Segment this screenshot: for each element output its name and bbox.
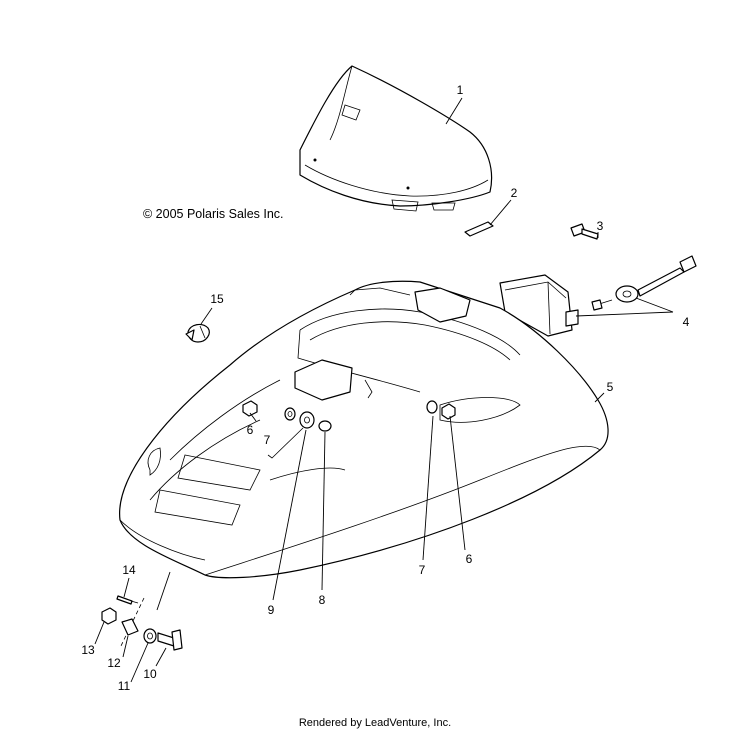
windshield [299,65,493,212]
callout-3: 3 [597,219,604,233]
callout-1: 1 [457,83,464,97]
callout-2: 2 [511,186,518,200]
lower-hardware [101,595,183,651]
footer-credit: Rendered by LeadVenture, Inc. [299,717,451,729]
callout-9: 9 [268,603,275,617]
hood-hardware [242,379,456,459]
copyright-notice: © 2005 Polaris Sales Inc. [143,207,284,221]
callout-4: 4 [683,315,690,329]
callout-6-right: 6 [466,552,473,566]
callout-12: 12 [107,656,121,670]
callout-numbers: 1 2 3 4 5 6 7 7 6 8 9 10 11 12 13 14 15 [81,83,689,693]
callout-5: 5 [607,380,614,394]
callout-8: 8 [319,593,326,607]
callout-7-right: 7 [419,563,426,577]
clip-fastener [185,323,210,343]
leader-lines [94,97,674,683]
callout-6-left: 6 [247,423,254,437]
screw [570,223,599,240]
headlight-assembly [499,255,697,337]
callout-13: 13 [81,643,95,657]
callout-10: 10 [143,667,157,681]
emblem-decal [464,221,494,237]
callout-11: 11 [118,679,131,693]
callout-7-left: 7 [264,433,271,447]
callout-15: 15 [210,292,224,306]
callout-14: 14 [122,563,136,577]
hood [119,280,609,579]
